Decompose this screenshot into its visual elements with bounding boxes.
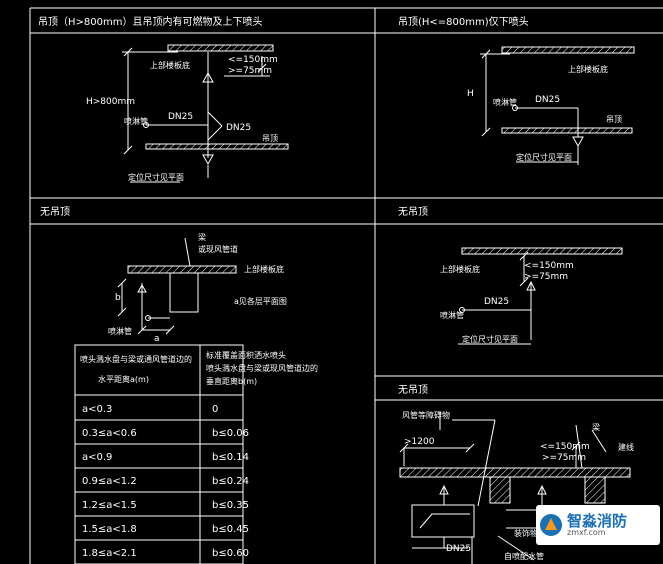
watermark-logo: 智淼消防 zmxf.com <box>536 505 660 545</box>
panel-2-title: 吊顶(H<=800mm)仅下喷头 <box>398 16 529 28</box>
p2-note: 定位尺寸见平面 <box>516 152 572 162</box>
p5-beam-label: 梁 <box>592 423 600 432</box>
p1-floor-label: 上部楼板底 <box>150 60 190 70</box>
p2-dn25: DN25 <box>535 95 560 105</box>
panel-3-title: 无吊顶 <box>40 206 70 218</box>
table-cell: b≤0.60 <box>212 548 249 559</box>
table-cell: 0 <box>212 404 218 415</box>
p2-h-label: H <box>467 89 474 99</box>
frame-lines <box>29 7 663 564</box>
p4-dim-75: >=75mm <box>524 272 568 282</box>
p1-pipe-label: 喷淋管 <box>124 116 148 126</box>
p1-dim-75: >=75mm <box>228 66 272 76</box>
panel-3-drawing <box>117 237 237 335</box>
p2-ceiling-label: 吊顶 <box>606 115 622 124</box>
table-header-col1-line2: 水平距离a(m) <box>98 374 149 384</box>
p5-dn25: DN25 <box>446 544 471 554</box>
panel-1-drawing <box>122 44 289 183</box>
table-cell: 0.3≤a<0.6 <box>82 428 137 439</box>
p2-floor-label: 上部楼板底 <box>568 64 608 74</box>
table-cell: a<0.9 <box>82 452 112 463</box>
p5-dim-75: >=75mm <box>542 453 586 463</box>
p1-ceiling-label: 吊顶 <box>262 134 278 143</box>
table-cell: b≤0.14 <box>212 452 249 463</box>
panel-1-title: 吊顶（H>800mm）且吊顶内有可燃物及上下喷头 <box>38 15 262 28</box>
p3-pipe-label: 喷淋管 <box>108 326 132 336</box>
p1-dn25-b: DN25 <box>226 123 251 133</box>
p3-beam-label: 梁 <box>198 233 206 242</box>
table-header-col2-line1: 标准覆盖面积洒水喷头 <box>206 350 286 360</box>
p5-baseline-label: 建线 <box>618 442 634 452</box>
p5-label-b: 自喷配水管 <box>504 551 544 561</box>
table-cell: a<0.3 <box>82 404 112 415</box>
table-cell: 1.2≤a<1.5 <box>82 500 137 511</box>
p1-dim-150: <=150mm <box>228 55 278 65</box>
logo-name: 智淼消防 <box>567 511 628 530</box>
p3-b-label: b <box>115 293 121 303</box>
panel-2-drawing <box>480 46 635 165</box>
panel-4-title: 无吊顶 <box>398 206 428 218</box>
table-cell: 1.5≤a<1.8 <box>82 524 137 535</box>
p4-floor-label: 上部楼板底 <box>440 264 480 274</box>
p4-dn25: DN25 <box>484 297 509 307</box>
spacing-table: 喷头溅水盘与梁或通风管道边的 水平距离a(m) 标准覆盖面积洒水喷头 喷头溅水盘… <box>80 350 318 559</box>
table-header-col2-line3: 垂直距离b(m) <box>206 376 257 386</box>
p5-dim-1200: >1200 <box>404 437 435 447</box>
table-cell: 1.8≤a<2.1 <box>82 548 137 559</box>
p5-dim-150: <=150mm <box>540 442 590 452</box>
panel-4-drawing <box>458 247 623 345</box>
p1-dn25-a: DN25 <box>168 112 193 122</box>
table-cell: b≤0.24 <box>212 476 249 487</box>
table-cell: b≤0.06 <box>212 428 249 439</box>
p5-label-a: 装饰物水盘 <box>514 528 554 538</box>
p2-pipe-label: 喷淋管 <box>493 97 517 107</box>
table-header-col2-line2: 喷头溅水盘与梁或现风管道边的 <box>206 363 318 373</box>
panel-5-title: 无吊顶 <box>398 384 428 396</box>
p1-h-label: H>800mm <box>86 97 135 107</box>
panel-5-drawing <box>399 412 631 564</box>
table-cell: b≤0.45 <box>212 524 249 535</box>
p3-a-label: a <box>154 334 160 344</box>
table-cell: 0.9≤a<1.2 <box>82 476 137 487</box>
p4-pipe-label: 喷淋管 <box>440 310 464 320</box>
spacing-table-grid <box>74 344 244 564</box>
table-cell: b≤0.35 <box>212 500 249 511</box>
flame-logo-icon <box>540 514 562 536</box>
p3-floor-label: 上部楼板底 <box>244 264 284 274</box>
p3-duct-label: 或现风管道 <box>198 244 238 254</box>
p1-note: 定位尺寸见平面 <box>128 172 184 182</box>
logo-url: zmxf.com <box>567 527 606 537</box>
table-header-col1-line1: 喷头溅水盘与梁或通风管道边的 <box>80 354 192 364</box>
p5-duct-label: 风管等障碍物 <box>402 410 450 420</box>
p4-dim-150: <=150mm <box>524 261 574 271</box>
p3-plan-note: a见各层平面图 <box>234 296 287 306</box>
p4-note: 定位尺寸见平面 <box>462 334 518 344</box>
